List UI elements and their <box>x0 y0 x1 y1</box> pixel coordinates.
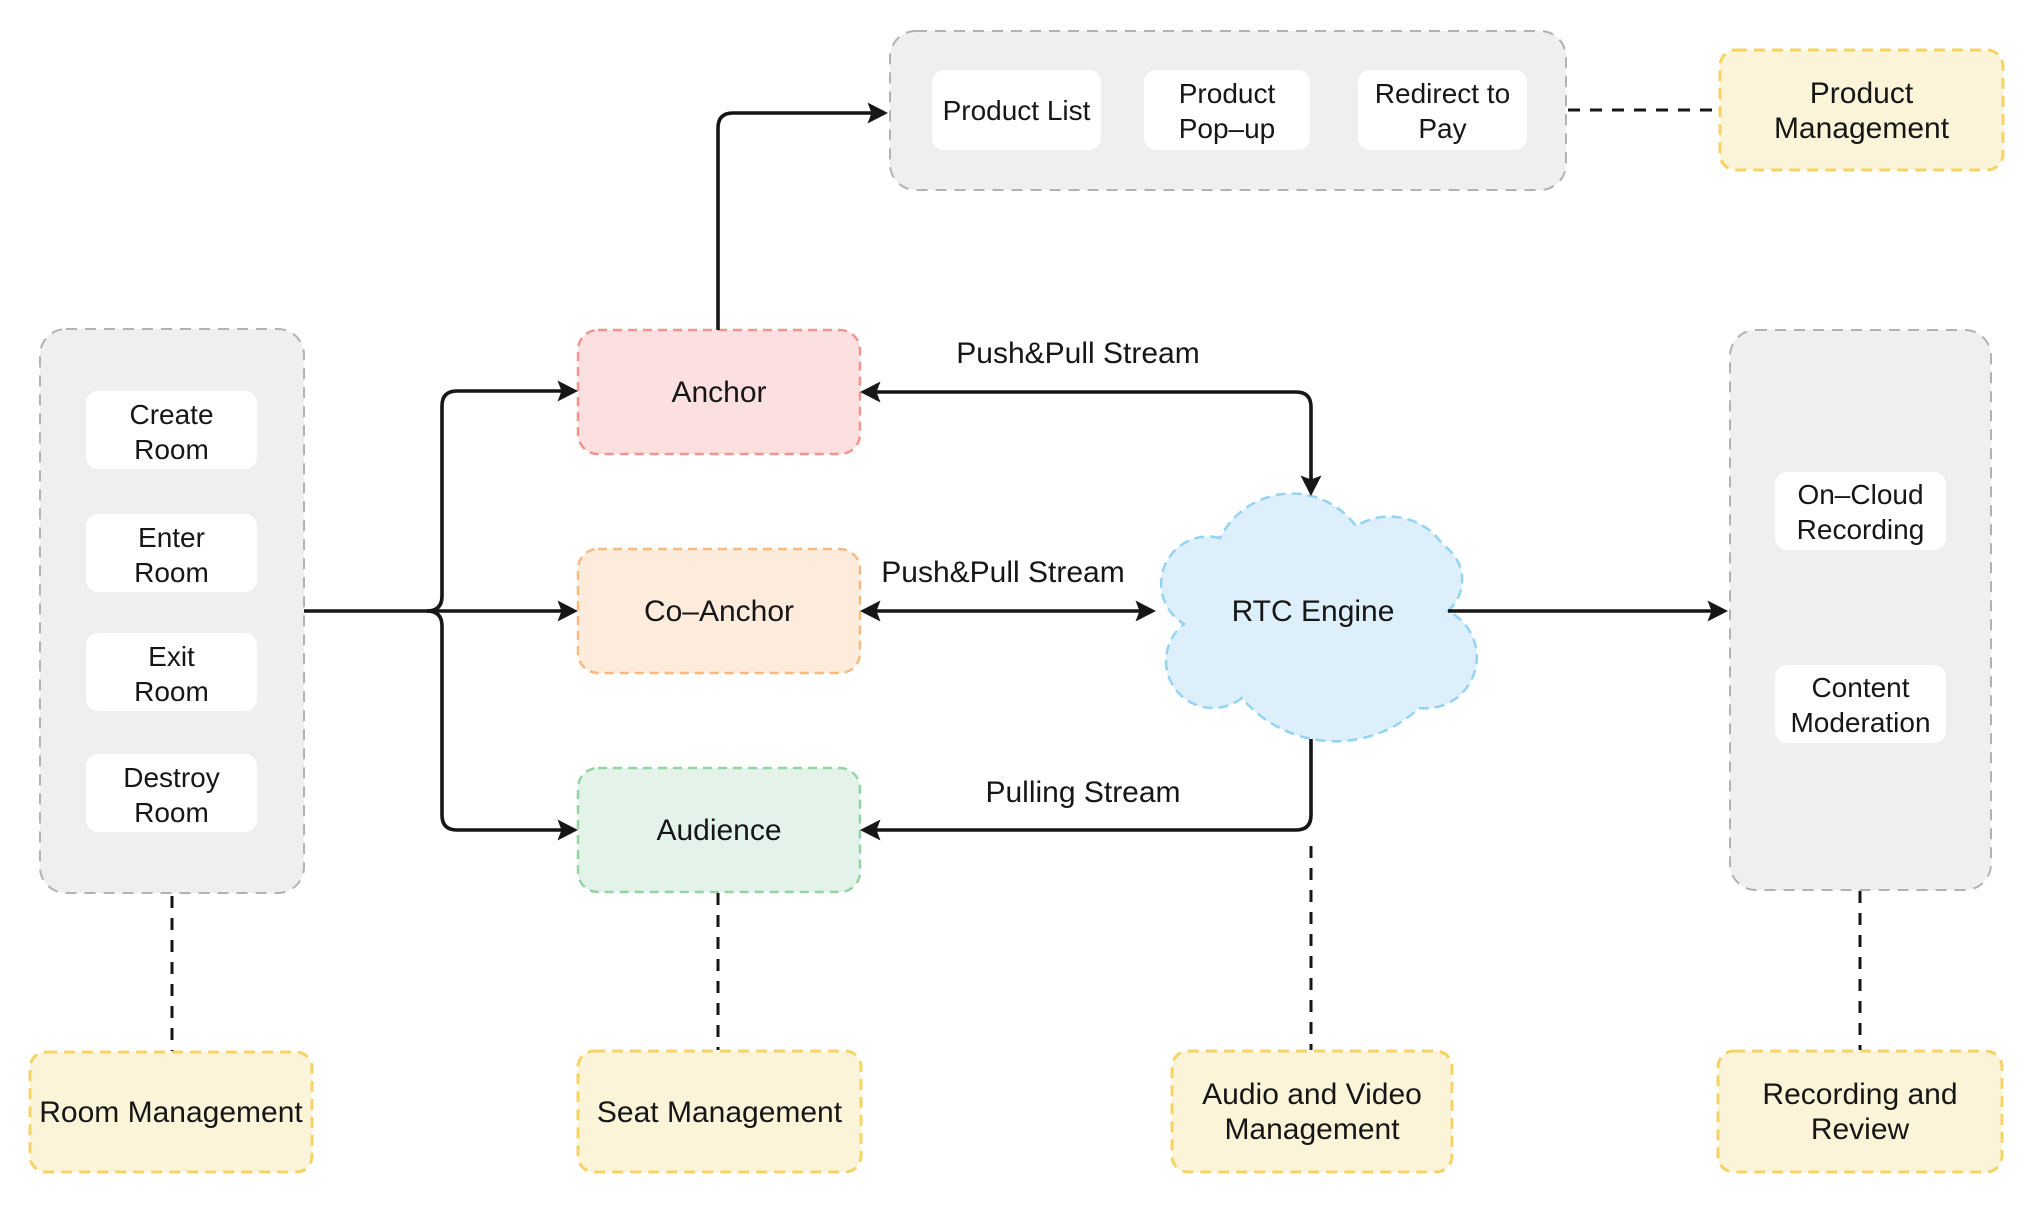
svg-text:Audience: Audience <box>656 814 781 847</box>
svg-text:RTC Engine: RTC Engine <box>1232 595 1395 628</box>
svg-text:Room: Room <box>134 797 209 828</box>
svg-text:Create: Create <box>129 399 213 430</box>
svg-text:Content: Content <box>1811 672 1909 703</box>
svg-text:Push&Pull Stream: Push&Pull Stream <box>881 556 1124 589</box>
svg-text:Audio and Video: Audio and Video <box>1202 1078 1422 1111</box>
svg-text:Management: Management <box>1774 112 1950 145</box>
svg-text:Co–Anchor: Co–Anchor <box>644 595 794 628</box>
svg-text:Room: Room <box>134 557 209 588</box>
svg-text:On–Cloud: On–Cloud <box>1797 479 1923 510</box>
svg-text:Recording and: Recording and <box>1762 1078 1957 1111</box>
svg-text:Room Management: Room Management <box>39 1096 303 1129</box>
svg-text:Exit: Exit <box>148 641 195 672</box>
svg-text:Moderation: Moderation <box>1790 707 1930 738</box>
svg-text:Room: Room <box>134 434 209 465</box>
svg-text:Push&Pull Stream: Push&Pull Stream <box>956 337 1199 370</box>
svg-text:Pop–up: Pop–up <box>1179 113 1276 144</box>
svg-text:Enter: Enter <box>138 522 205 553</box>
svg-text:Review: Review <box>1811 1113 1910 1146</box>
svg-text:Room: Room <box>134 676 209 707</box>
svg-text:Redirect to: Redirect to <box>1375 78 1510 109</box>
svg-text:Product List: Product List <box>943 95 1091 126</box>
svg-text:Pay: Pay <box>1418 113 1466 144</box>
svg-text:Anchor: Anchor <box>671 376 766 409</box>
svg-text:Product: Product <box>1810 77 1914 110</box>
svg-text:Seat Management: Seat Management <box>597 1096 843 1129</box>
svg-text:Recording: Recording <box>1797 514 1925 545</box>
svg-text:Product: Product <box>1179 78 1276 109</box>
svg-text:Pulling Stream: Pulling Stream <box>985 776 1180 809</box>
svg-text:Management: Management <box>1224 1113 1400 1146</box>
svg-text:Destroy: Destroy <box>123 762 219 793</box>
